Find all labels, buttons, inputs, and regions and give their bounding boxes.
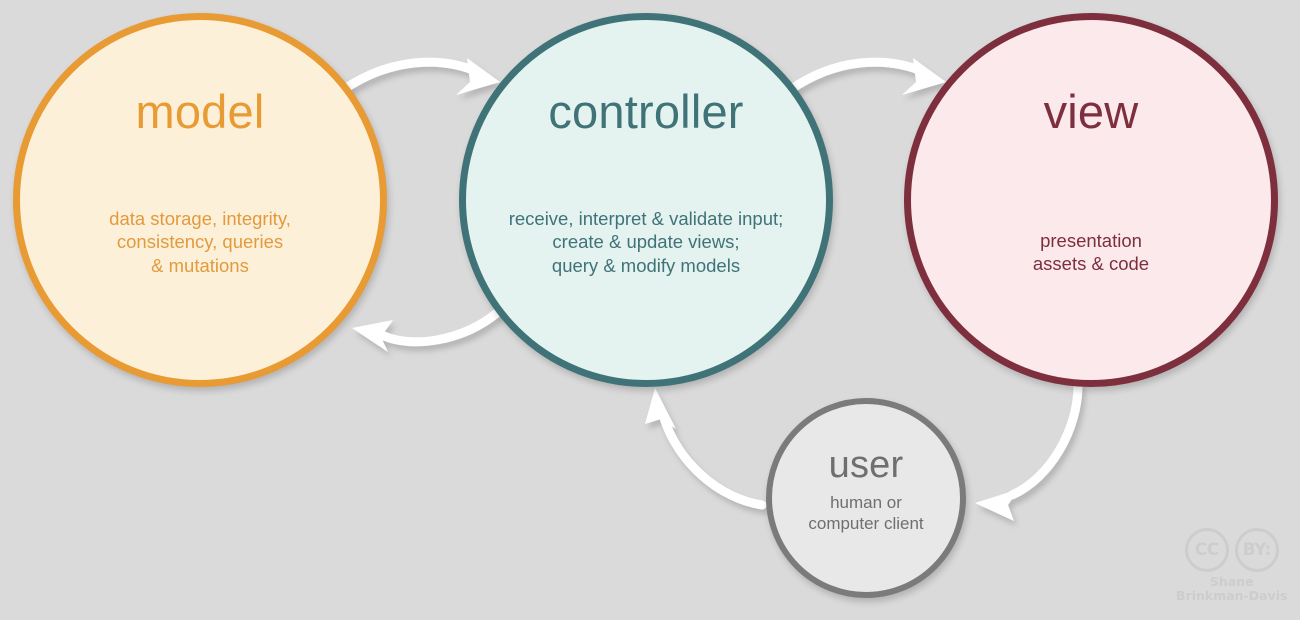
node-view[interactable]: view presentation assets & code (904, 13, 1278, 387)
node-controller-description: receive, interpret & validate input; cre… (508, 208, 784, 276)
node-controller-title: controller (548, 85, 744, 138)
arrow-controller-to-view (785, 57, 946, 95)
node-model-description: data storage, integrity, consistency, qu… (109, 208, 291, 276)
node-user[interactable]: user human or computer client (766, 398, 966, 598)
license-credit-line-2: Brinkman-Davis (1176, 588, 1288, 604)
node-user-description: human or computer client (808, 493, 924, 534)
attribution-by-icon: BY: (1234, 528, 1279, 572)
node-user-title: user (828, 444, 904, 486)
node-controller[interactable]: controller receive, interpret & validate… (459, 13, 833, 387)
node-model[interactable]: model data storage, integrity, consisten… (13, 13, 387, 387)
license-credit: Shane Brinkman-Davis (1176, 574, 1288, 604)
creative-commons-icon: CC (1184, 528, 1229, 572)
node-view-title: view (1043, 85, 1139, 138)
node-view-description: presentation assets & code (1032, 230, 1150, 275)
license-badge[interactable]: CC BY: Shane Brinkman-Davis (1176, 528, 1287, 604)
license-credit-line-1: Shane (1209, 574, 1254, 589)
arrow-view-to-user (975, 380, 1083, 521)
node-model-title: model (135, 85, 265, 138)
arrow-controller-to-model (352, 307, 503, 352)
arrow-user-to-controller (645, 388, 767, 510)
arrow-model-to-controller (338, 57, 500, 95)
cc-marks: CC BY: (1184, 528, 1279, 572)
